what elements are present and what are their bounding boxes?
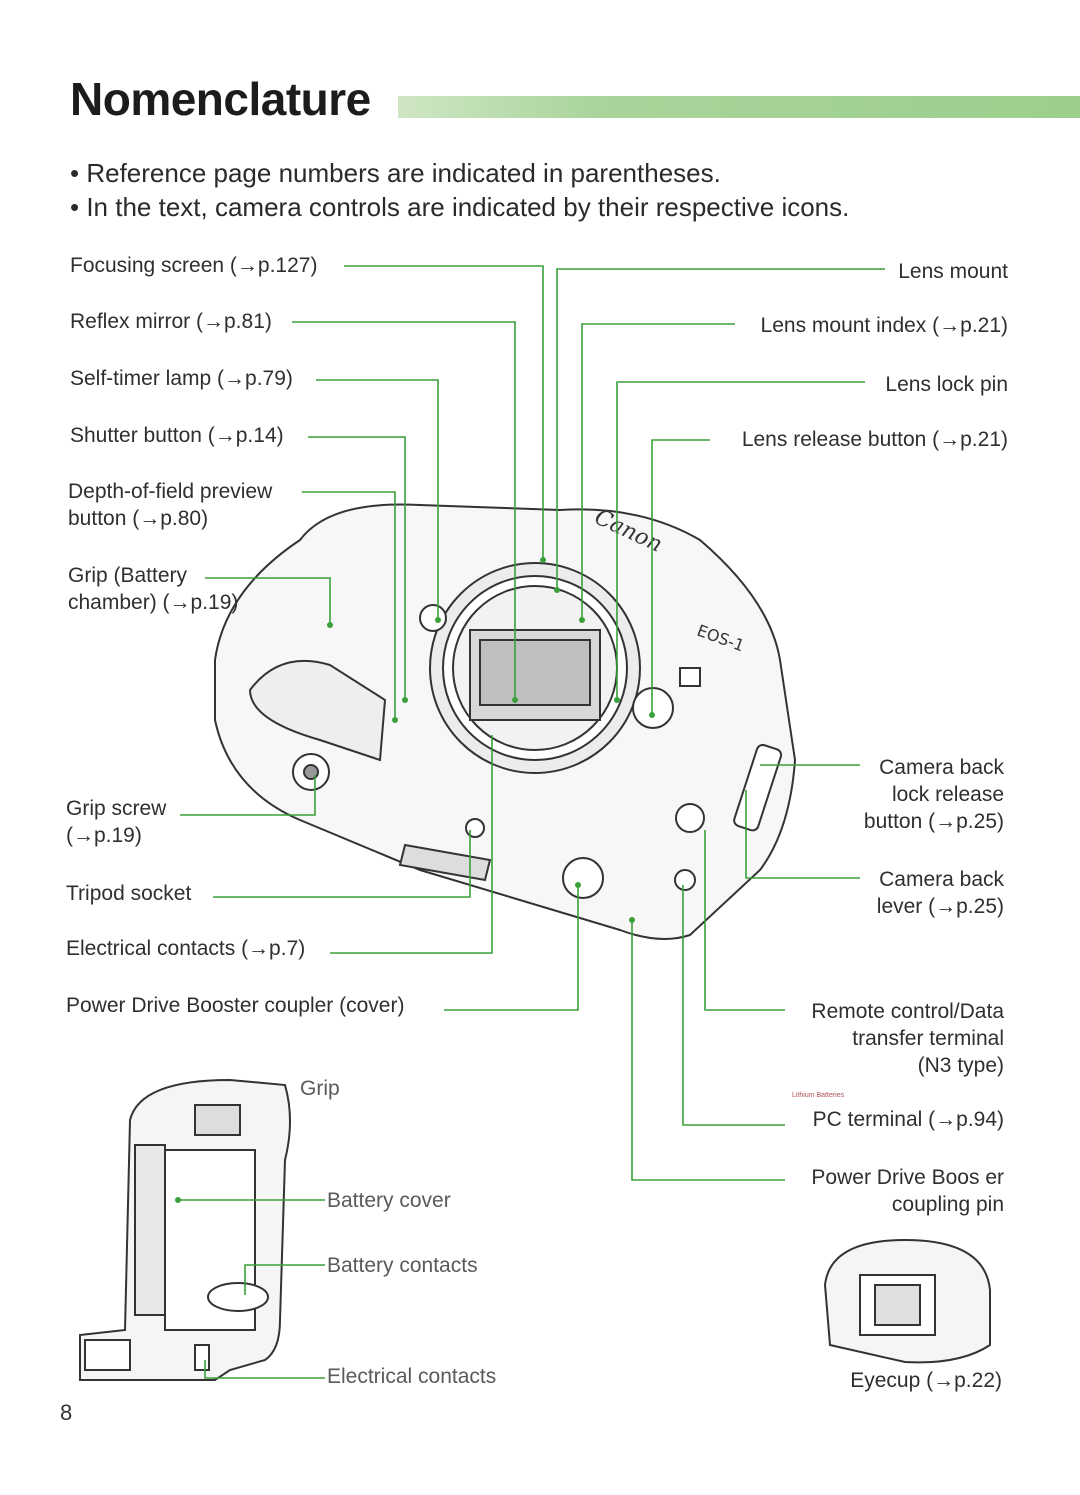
leader-dots — [175, 557, 655, 1203]
label-eyecup: Eyecup (→p.22) — [850, 1369, 1002, 1392]
label-electrical-contacts: Electrical contacts (→p.7) — [66, 937, 306, 960]
label-line: Camera back — [879, 868, 1004, 891]
label-line: lever (→p.25) — [876, 895, 1004, 918]
label-grip-electrical-contacts: Electrical contacts — [327, 1365, 497, 1388]
label-grip: Grip — [300, 1077, 340, 1100]
label-grip-battery-chamber: Grip (Battery chamber) (→p.19) — [68, 562, 238, 616]
label-shutter-button: Shutter button (→p.14) — [70, 424, 284, 447]
label-self-timer-lamp: Self-timer lamp (→p.79) — [70, 367, 293, 390]
label-line: Power Drive Boos er — [811, 1166, 1004, 1189]
eyecup-illustration — [823, 1238, 991, 1364]
label-line: (→p.19) — [66, 824, 142, 847]
label-camera-back-lever: Camera back lever (→p.25) — [877, 866, 1004, 920]
label-lens-mount-index: Lens mount index (→p.21) — [760, 314, 1008, 337]
label-dof-preview: Depth-of-field preview button (→p.80) — [68, 478, 272, 532]
label-line: Camera back — [879, 756, 1004, 779]
label-remote-terminal: Remote control/Data transfer terminal (N… — [811, 998, 1004, 1079]
bullet-text: Reference page numbers are indicated in … — [86, 158, 721, 188]
bullet-reference-pages: • Reference page numbers are indicated i… — [70, 158, 721, 188]
label-line: coupling pin — [891, 1193, 1004, 1216]
label-power-drive-pin: Power Drive Boos er coupling pin — [811, 1164, 1004, 1218]
label-reflex-mirror: Reflex mirror (→p.81) — [70, 310, 272, 333]
label-camera-back-lock-release: Camera back lock release button (→p.25) — [864, 754, 1004, 835]
bullet-text: In the text, camera controls are indicat… — [86, 192, 850, 222]
label-grip-screw: Grip screw (→p.19) — [66, 795, 166, 849]
label-line: Depth-of-field preview — [68, 480, 273, 503]
label-line: Grip screw — [66, 797, 167, 820]
label-lens-release-button: Lens release button (→p.21) — [741, 428, 1008, 451]
label-line: lock release — [891, 783, 1004, 806]
leader-lines — [178, 265, 885, 1379]
bullet-camera-controls: • In the text, camera controls are indic… — [70, 192, 850, 222]
label-battery-contacts: Battery contacts — [327, 1254, 478, 1277]
label-line: button (→p.80) — [68, 507, 209, 530]
label-line: Remote control/Data — [811, 1000, 1004, 1023]
label-power-drive-coupler: Power Drive Booster coupler (cover) — [66, 994, 405, 1017]
title-accent-bar — [398, 96, 1080, 118]
label-lens-lock-pin: Lens lock pin — [885, 373, 1008, 396]
label-line: button (→p.25) — [863, 810, 1004, 833]
page-title: Nomenclature — [70, 73, 371, 125]
lithium-note: Lithium Batteries — [792, 1092, 845, 1099]
label-focusing-screen: Focusing screen (→p.127) — [70, 254, 318, 277]
label-line: (N3 type) — [917, 1054, 1004, 1077]
page-number: 8 — [60, 1400, 73, 1425]
label-pc-terminal: PC terminal (→p.94) — [812, 1108, 1004, 1131]
label-line: chamber) (→p.19) — [68, 591, 239, 614]
label-lens-mount: Lens mount — [898, 260, 1008, 283]
label-tripod-socket: Tripod socket — [66, 882, 192, 905]
label-line: transfer terminal — [852, 1027, 1004, 1050]
label-line: Grip (Battery — [68, 564, 188, 587]
camera-body-illustration: Canon EOS-1 — [214, 503, 797, 940]
label-battery-cover: Battery cover — [327, 1189, 451, 1212]
battery-grip-illustration — [79, 1078, 291, 1381]
